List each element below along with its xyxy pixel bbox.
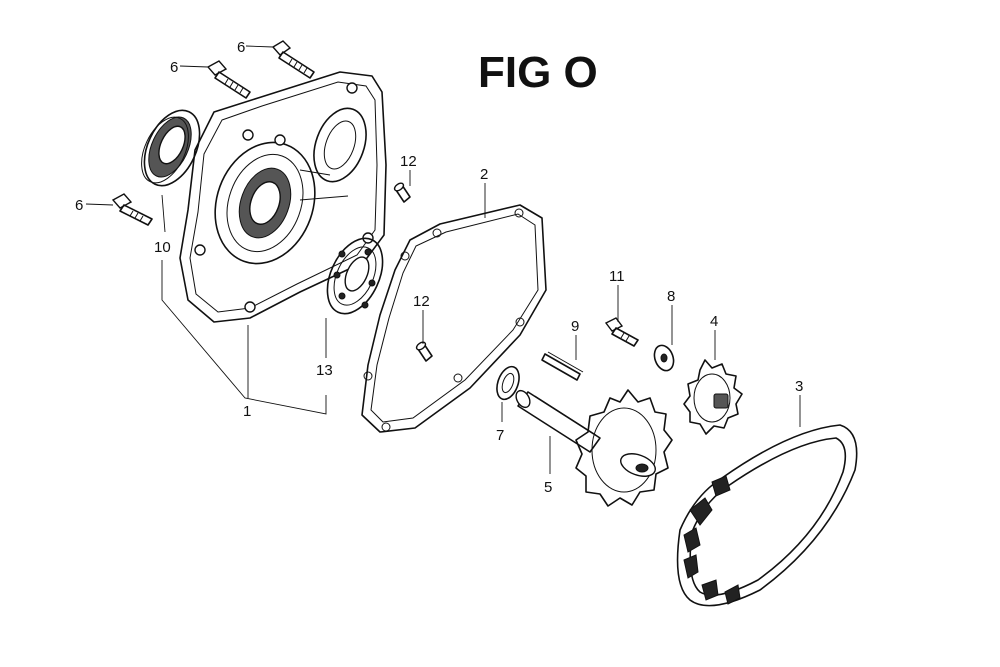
- callout-8: 8: [667, 288, 675, 305]
- bolt-6-mid: [206, 60, 251, 99]
- washer-7: [496, 365, 520, 401]
- callout-7: 7: [496, 427, 504, 444]
- sprocket-4: [683, 359, 743, 435]
- callout-5: 5: [544, 479, 552, 496]
- callout-4: 4: [710, 313, 718, 330]
- gasket-2: [361, 204, 547, 433]
- bolt-6-top: [271, 40, 315, 79]
- callouts: 6 6 6 10 1 13 12 12 2 9 7 5 11 8 4 3: [75, 39, 803, 496]
- callout-6: 6: [237, 39, 245, 56]
- bearing-13: [326, 237, 384, 315]
- bolt-11: [604, 317, 639, 347]
- callout-11: 11: [609, 268, 625, 285]
- callout-3: 3: [795, 378, 803, 395]
- key-9: [541, 351, 584, 381]
- chain-3: [676, 424, 858, 607]
- callout-13: 13: [316, 362, 333, 379]
- callout-12: 12: [413, 293, 430, 310]
- case-cover-1: [179, 71, 387, 323]
- callout-6: 6: [75, 197, 83, 214]
- callout-9: 9: [571, 318, 579, 335]
- callout-6: 6: [170, 59, 178, 76]
- callout-10: 10: [154, 239, 171, 256]
- dowel-pin-12-bottom: [415, 341, 433, 362]
- figure-title: FIG O: [478, 48, 598, 97]
- callout-1: 1: [243, 403, 251, 420]
- callout-12: 12: [400, 153, 417, 170]
- leader-lines: [85, 45, 801, 474]
- callout-2: 2: [480, 166, 488, 183]
- dowel-pin-12-top: [393, 182, 411, 203]
- bolt-6-left: [111, 193, 153, 226]
- washer-8: [653, 344, 675, 372]
- oil-seal-10: [141, 109, 201, 187]
- shaft-sprocket-5: [515, 389, 673, 507]
